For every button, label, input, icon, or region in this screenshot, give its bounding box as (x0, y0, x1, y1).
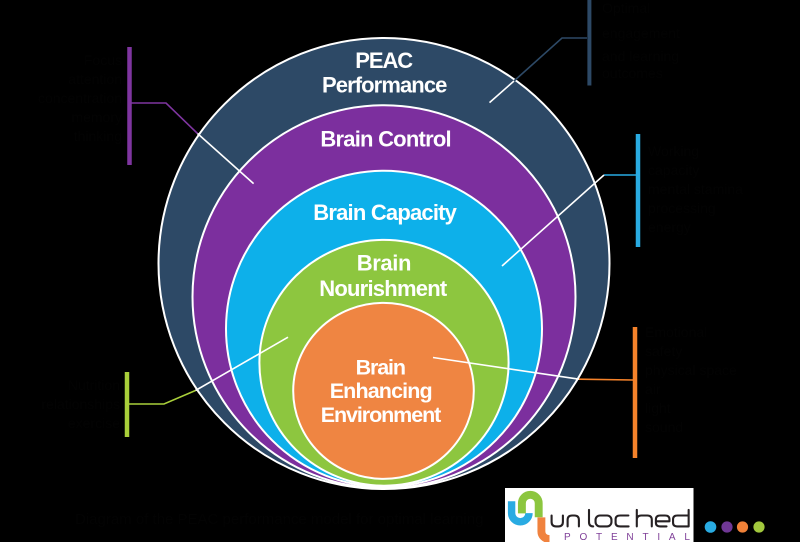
svg-text:Brain: Brain (357, 251, 412, 276)
svg-text:memory: memory (71, 109, 122, 125)
svg-text:engagement: engagement (602, 25, 680, 41)
svg-text:Nutrition: Nutrition (68, 377, 120, 393)
svg-text:sound: sound (645, 419, 683, 435)
svg-text:Brain Control: Brain Control (320, 127, 451, 152)
svg-text:capacity: capacity (648, 162, 699, 178)
svg-text:safety: safety (645, 343, 682, 359)
svg-text:Working: Working (648, 143, 699, 159)
svg-text:energy: energy (648, 219, 691, 235)
svg-text:exercise: exercise (68, 415, 120, 431)
svg-text:Nourishment: Nourishment (319, 276, 448, 301)
svg-text:Performance: Performance (322, 73, 447, 98)
svg-text:and learning: and learning (602, 48, 679, 64)
svg-text:Focus: Focus (84, 52, 122, 68)
svg-text:outcomes: outcomes (602, 65, 663, 81)
svg-text:mental stamina: mental stamina (648, 181, 743, 197)
svg-text:Emotional: Emotional (645, 324, 707, 340)
svg-text:Brain: Brain (356, 355, 406, 379)
svg-text:POTENTIAL: POTENTIAL (564, 532, 699, 542)
svg-text:light: light (645, 400, 671, 416)
svg-text:thinking: thinking (74, 128, 122, 144)
svg-text:physical space: physical space (645, 362, 737, 378)
svg-text:Environment: Environment (321, 403, 442, 427)
svg-text:air: air (645, 381, 661, 397)
svg-text:Diagram of the PEAC performanc: Diagram of the PEAC performance model fo… (75, 511, 484, 528)
svg-text:Brain Capacity: Brain Capacity (313, 200, 457, 225)
svg-text:relationships: relationships (41, 396, 120, 412)
svg-text:concentration: concentration (38, 90, 122, 106)
svg-text:PEAC: PEAC (355, 48, 413, 73)
svg-text:attention: attention (68, 71, 122, 87)
svg-text:processing: processing (648, 200, 716, 216)
svg-text:Optimal: Optimal (602, 0, 650, 16)
svg-text:Enhancing: Enhancing (330, 379, 433, 403)
